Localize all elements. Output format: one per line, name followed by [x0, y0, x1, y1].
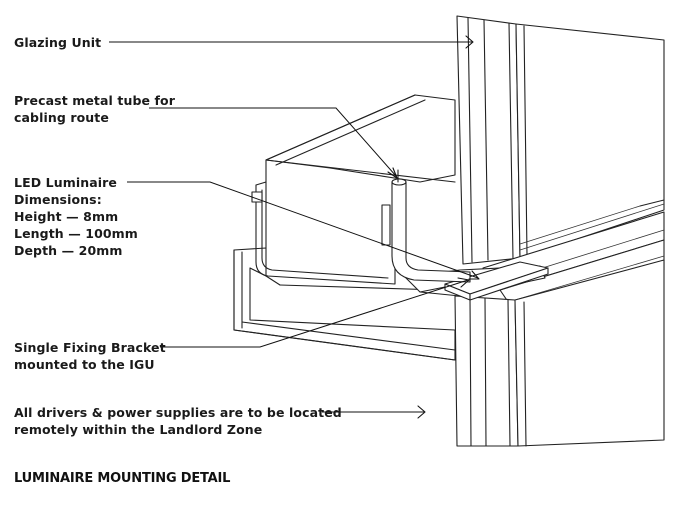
tube-arrow-icon	[387, 167, 398, 179]
tube-leader	[149, 107, 397, 177]
drivers-arrow-icon	[417, 405, 426, 419]
callout-line: Glazing Unit	[14, 35, 102, 50]
glazing-unit-upper	[456, 15, 665, 265]
cabling-tube	[391, 169, 471, 283]
diagram-title: LUMINAIRE MOUNTING DETAIL	[14, 471, 231, 486]
callout-line: remotely within the Landlord Zone	[14, 422, 263, 437]
bracket-arrow-icon	[457, 277, 470, 288]
glazing-unit-lower	[454, 259, 665, 447]
led-arrow-icon	[468, 270, 480, 280]
fixing-plate	[444, 261, 549, 301]
callout-line: LED Luminaire	[14, 175, 117, 190]
leader-lines	[109, 35, 480, 419]
callout-glazing-unit: Glazing Unit	[14, 34, 101, 51]
callout-precast-tube: Precast metal tube for cabling route	[14, 92, 175, 126]
callout-line: Dimensions:	[14, 192, 102, 207]
callout-line: mounted to the IGU	[14, 357, 155, 372]
glazing-arrow-icon	[465, 35, 474, 49]
floor-slab	[233, 94, 456, 361]
callout-line: Single Fixing Bracket	[14, 340, 166, 355]
callout-line: Precast metal tube for	[14, 93, 176, 108]
callout-line: cabling route	[14, 110, 109, 125]
bracket-leader	[160, 279, 469, 348]
callout-line: Length — 100mm	[14, 226, 138, 241]
callout-led-luminaire: LED Luminaire Dimensions: Height — 8mm L…	[14, 174, 138, 259]
callout-drivers: All drivers & power supplies are to be l…	[14, 404, 342, 438]
led-leader	[127, 181, 479, 279]
callout-line: Depth — 20mm	[14, 243, 123, 258]
callout-fixing-bracket: Single Fixing Bracket mounted to the IGU	[14, 339, 166, 373]
callout-line: Height — 8mm	[14, 209, 119, 224]
callout-line: All drivers & power supplies are to be l…	[14, 405, 342, 420]
